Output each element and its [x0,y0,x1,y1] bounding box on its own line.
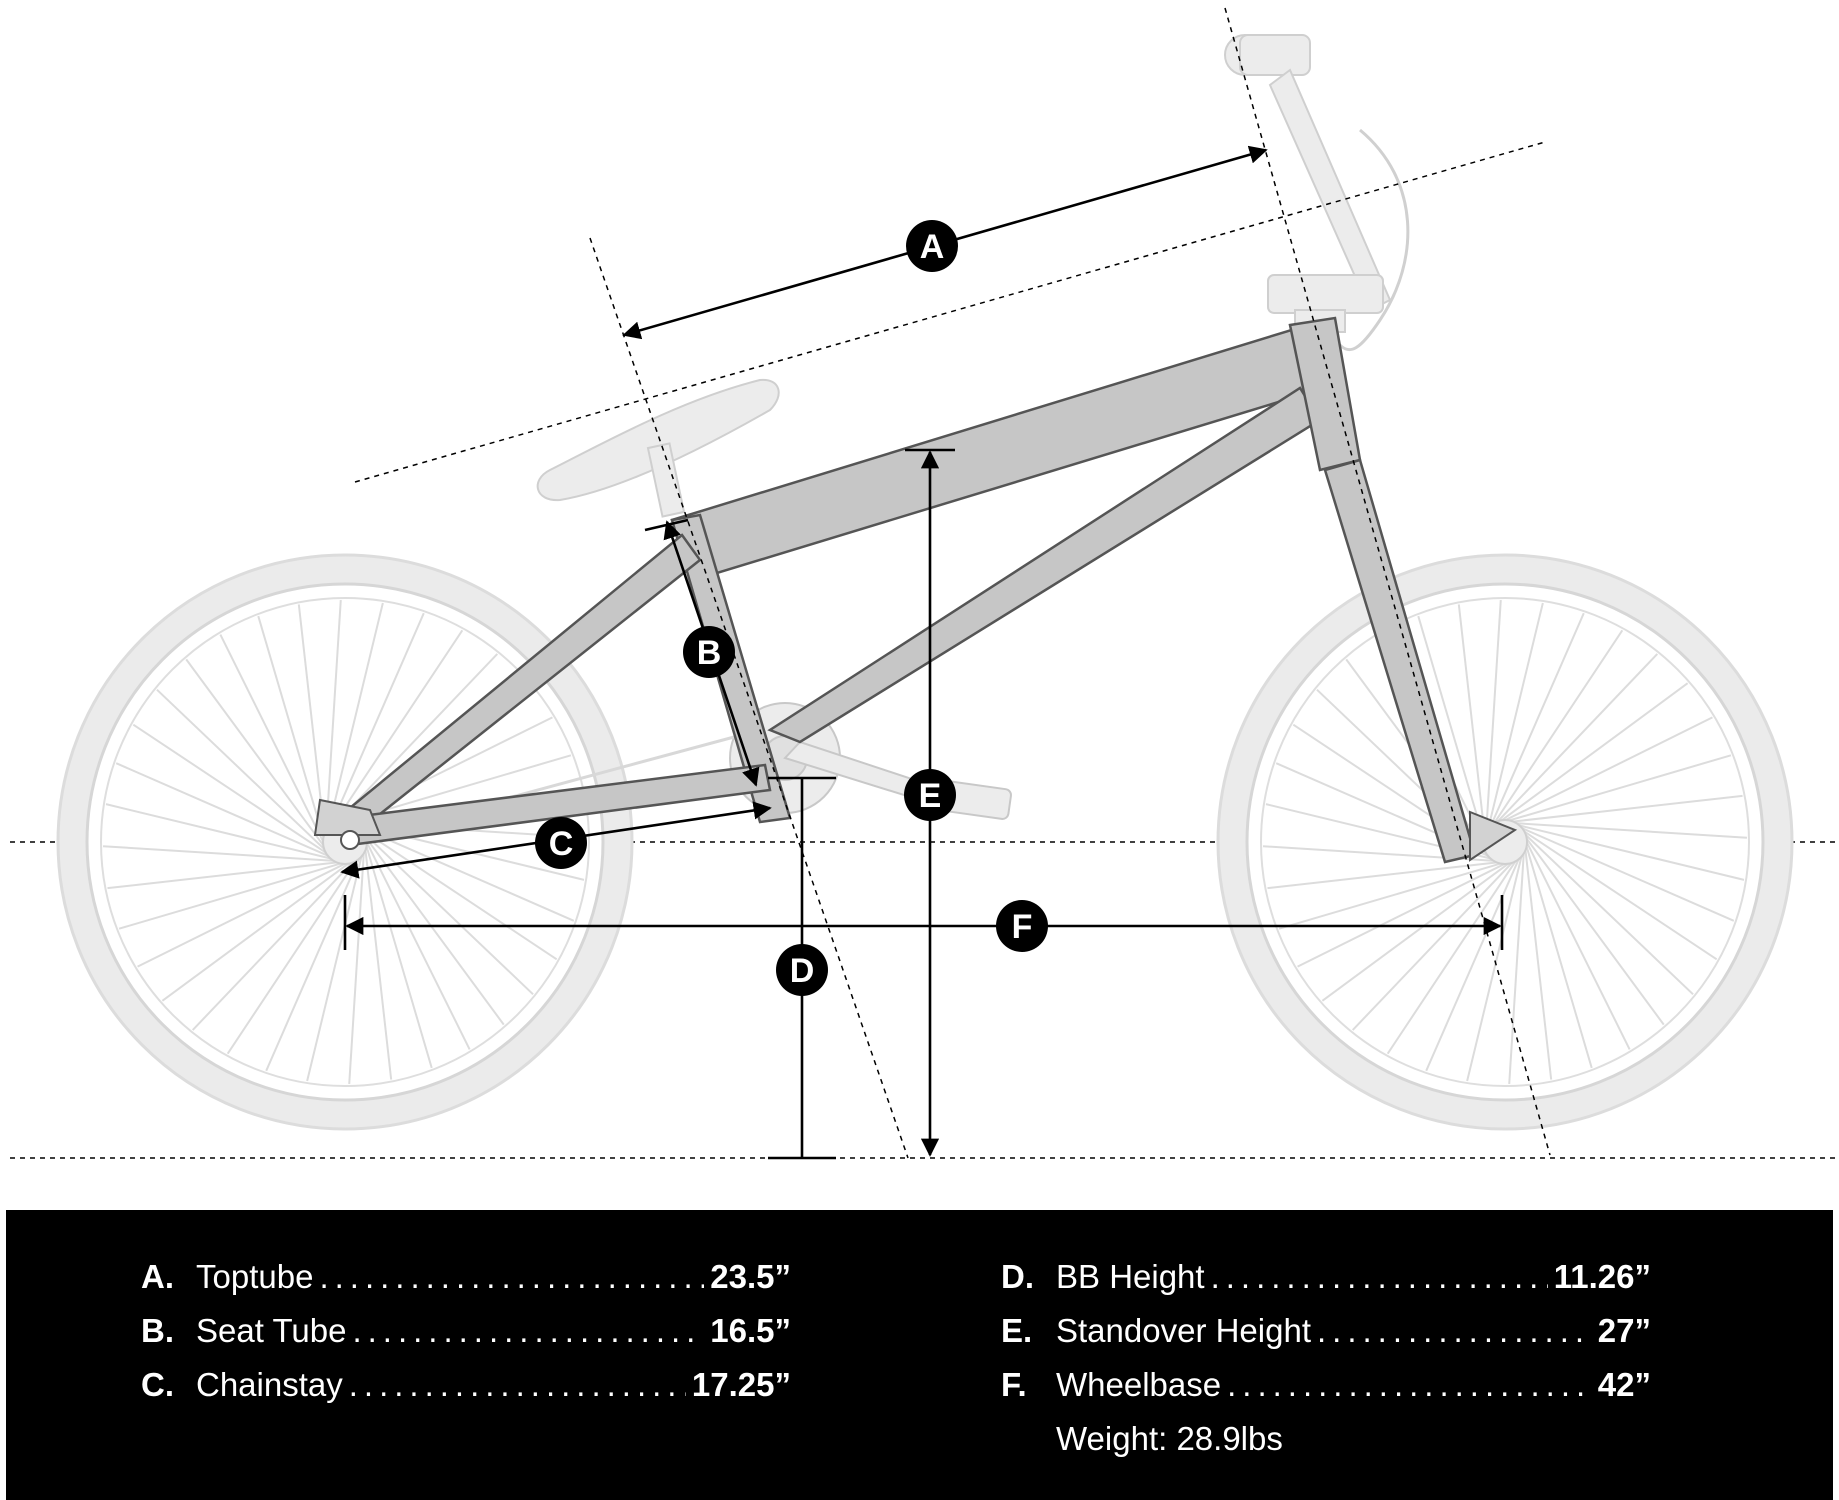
wheel-spoke [1522,835,1553,1080]
wheel-spoke [1486,653,1659,833]
spec-row: A. Toptube .............................… [141,1258,791,1312]
wheel-spoke [1508,838,1526,1085]
svg-text:E: E [919,777,942,815]
wheel-spoke [1417,615,1489,853]
spec-row: F. Wheelbase ...........................… [1001,1366,1651,1420]
wheel-spoke [1511,822,1718,961]
wheel-spoke [1494,754,1732,826]
front-wheel [1216,553,1794,1131]
callout-a: A [906,220,958,272]
spec-column-right: D. BB Height ...........................… [1001,1258,1651,1474]
spec-name: Chainstay [196,1366,343,1403]
spec-panel: A. Toptube .............................… [6,1210,1833,1500]
wheel-spoke [1501,821,1748,839]
svg-text:D: D [790,952,815,990]
spec-leader-dots: ........................................ [319,1258,704,1295]
wheel-spoke [161,854,361,1002]
callout-d: D [776,944,828,996]
spec-letter: E. [1001,1312,1033,1349]
wheel-spoke [219,634,331,856]
wheel-spoke [324,612,425,839]
wheel-spoke [1297,856,1519,968]
spec-row: C. Chainstay ...........................… [141,1366,791,1420]
wheel-spoke [265,845,366,1072]
spec-value: 11.26” [1553,1258,1651,1295]
svg-text:A: A [920,228,945,266]
handlebar [1224,34,1410,352]
spec-letter: C. [141,1366,174,1403]
spec-name: BB Height [1056,1258,1205,1295]
spec-leader-dots: ........................................ [1317,1312,1592,1349]
wheel-spoke [306,841,366,1082]
wheel-spoke [325,629,464,836]
wheel-spoke [1425,845,1526,1072]
wheel-spoke [1457,604,1488,849]
spec-letter: A. [141,1258,174,1295]
spec-row: E. Standover Height ....................… [1001,1312,1651,1366]
wheel-spoke [1489,682,1689,830]
wheel-spoke [132,723,339,862]
wheel-spoke [1386,848,1525,1055]
wheel-spoke [1351,851,1524,1031]
wheel-spoke [1517,826,1665,1026]
wheel-spoke [1262,845,1509,863]
wheel-spoke [1485,629,1624,836]
svg-text:B: B [697,634,722,672]
construction-lines [354,7,1551,1159]
spec-value: 17.25” [691,1366,791,1403]
wheel-spoke [185,658,333,858]
spec-value: 42” [1597,1366,1651,1403]
wheel-spoke [1521,831,1593,1069]
wheel-spoke [348,838,366,1085]
spec-row: B. Seat Tube ...........................… [141,1312,791,1366]
weight-text: Weight: 28.9lbs [1056,1420,1283,1457]
wheel-spoke [257,615,329,853]
spec-value: 23.5” [710,1258,791,1295]
callout-f: F [996,900,1048,952]
wheel-spoke [1504,821,1745,881]
saddle [536,378,780,518]
spec-name: Standover Height [1056,1312,1311,1349]
wheel-spoke [1267,859,1512,890]
spec-leader-dots: ........................................ [1227,1366,1592,1403]
wheel-spoke [1484,612,1585,839]
svg-text:F: F [1012,908,1033,946]
wheel-spoke [156,688,336,861]
spec-letter: B. [141,1312,174,1349]
wheel-spoke [1519,828,1631,1050]
wheel-spoke [105,803,346,863]
spec-name: Wheelbase [1056,1366,1222,1403]
wheel-spoke [226,848,365,1055]
wheel-spoke [118,858,356,930]
spec-leader-dots: ........................................ [348,1366,686,1403]
wheel-spoke [1514,823,1694,996]
wheel-spoke [102,845,349,863]
callout-b: B [683,626,735,678]
wheel-spoke [1466,841,1526,1082]
spec-name: Seat Tube [196,1312,347,1349]
spec-row: D. BB Height ...........................… [1001,1258,1651,1312]
wheel-spoke [1484,599,1502,846]
spec-letter: F. [1001,1366,1027,1403]
callout-e: E [904,769,956,821]
spec-column-left: A. Toptube .............................… [141,1258,791,1420]
wheel-spoke [1508,821,1735,922]
wheel-spoke [1498,794,1743,825]
spec-letter: D. [1001,1258,1034,1295]
wheel-spoke [107,859,352,890]
wheel-spoke [191,851,364,1031]
spec-leader-dots: ........................................ [352,1312,704,1349]
wheel-spoke [115,762,342,863]
wheel-spoke [137,856,359,968]
spec-leader-dots: ........................................ [1210,1258,1548,1295]
spec-value: 16.5” [710,1312,791,1349]
weight-row: Weight: 28.9lbs [1001,1420,1651,1474]
callout-c: C [535,817,587,869]
spec-name: Toptube [196,1258,314,1295]
wheel-spoke [1484,602,1544,843]
spec-value: 27” [1597,1312,1651,1349]
wheel-spoke [1491,716,1713,828]
svg-text:C: C [549,825,574,863]
